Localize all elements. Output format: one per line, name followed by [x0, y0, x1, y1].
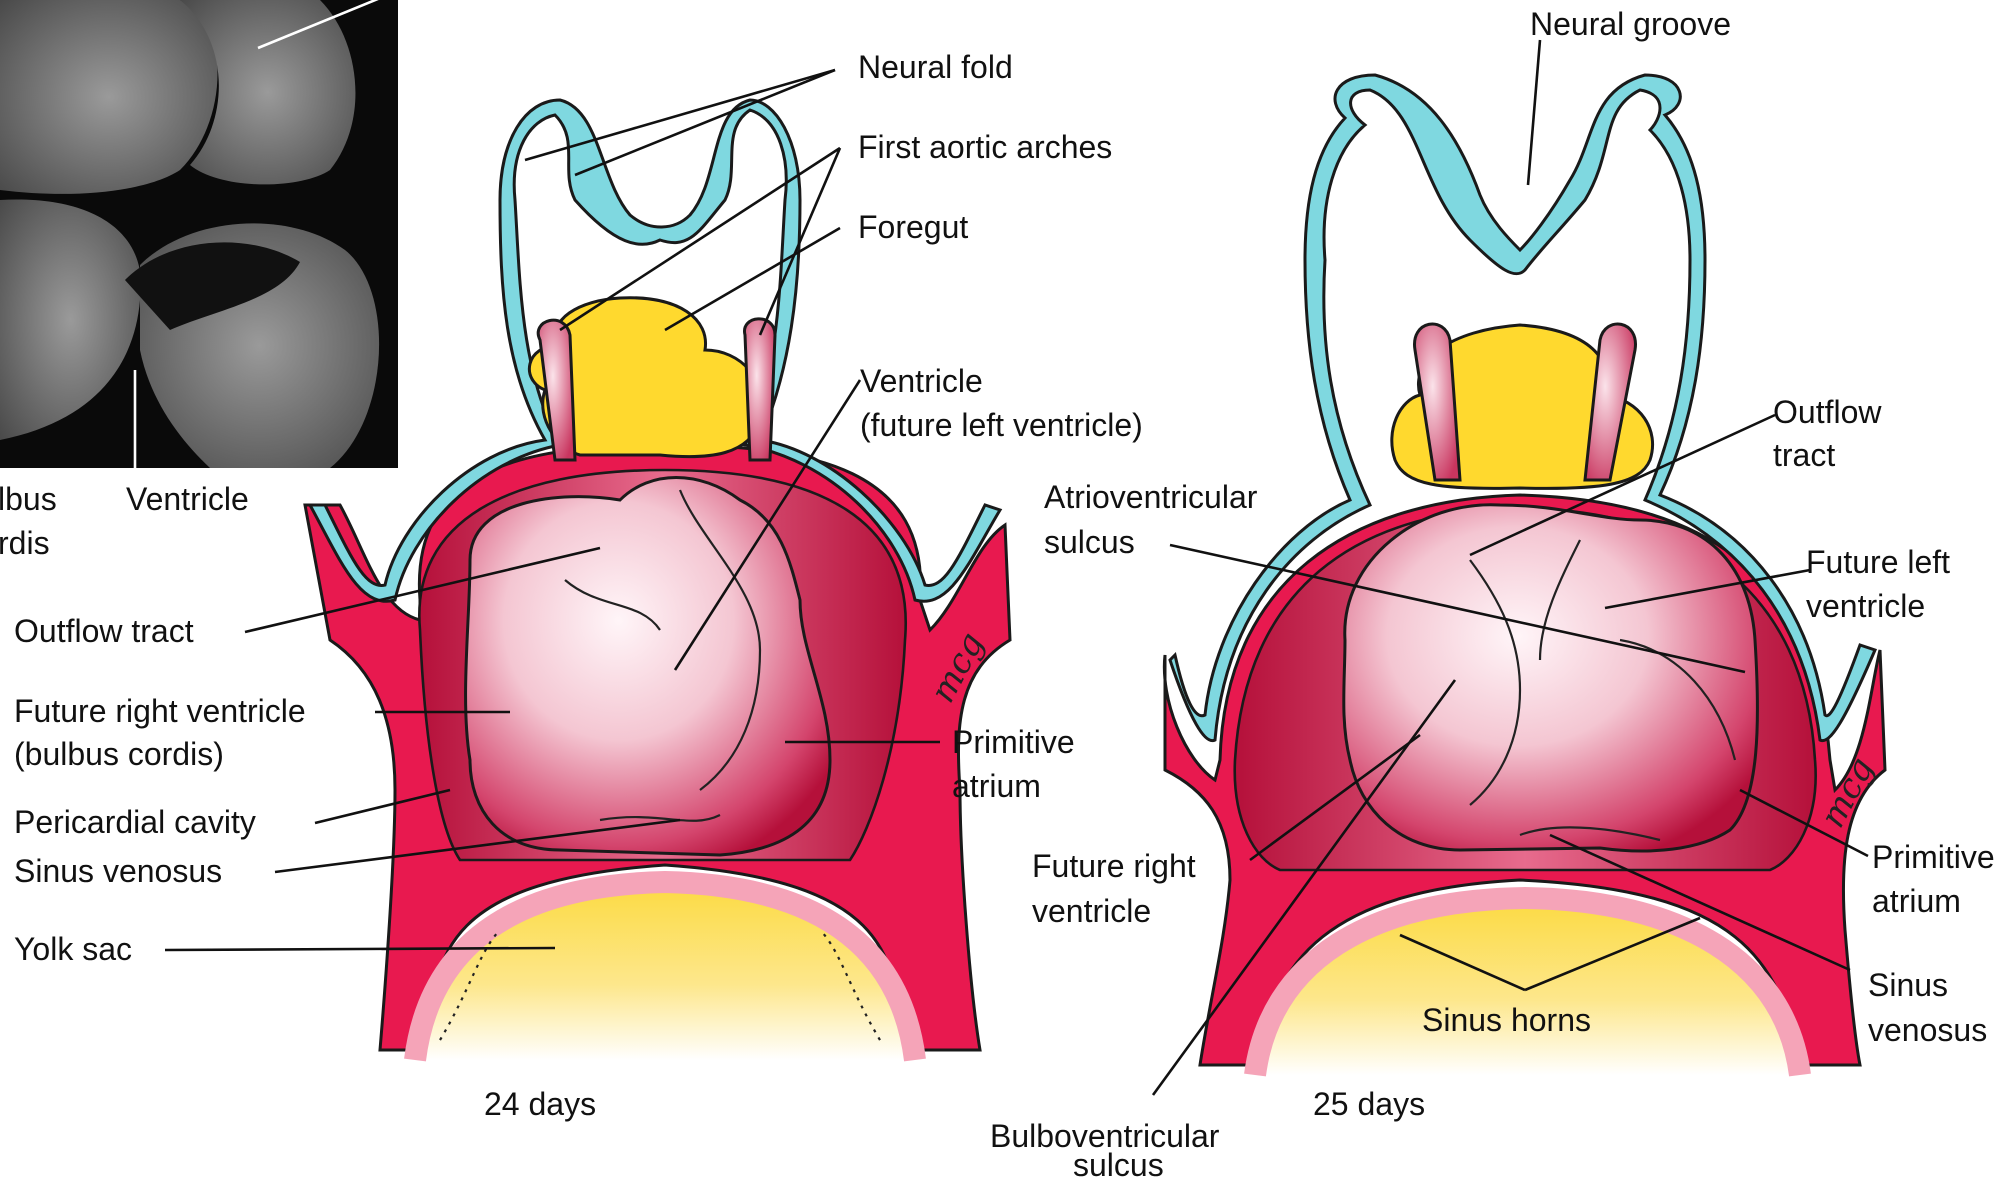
sem-label-bulbus-1: lbus [0, 481, 57, 517]
label-future-rv-r-2: ventricle [1032, 893, 1151, 929]
label-outflow-tract-r-1: Outflow [1773, 394, 1882, 430]
label-av-sulcus-1: Atrioventricular [1044, 479, 1258, 515]
label-sinus-venosus-r-1: Sinus [1868, 967, 1948, 1003]
label-bulboventricular-2: sulcus [1073, 1147, 1164, 1179]
label-av-sulcus-2: sulcus [1044, 524, 1135, 560]
label-sinus-venosus-r-2: venosus [1868, 1012, 1987, 1048]
label-yolk-sac: Yolk sac [14, 931, 132, 967]
label-outflow-tract: Outflow tract [14, 613, 194, 649]
label-outflow-tract-r-2: tract [1773, 437, 1835, 473]
label-primitive-atrium-1: Primitive [952, 724, 1075, 760]
right-heart-tube [1344, 505, 1758, 851]
leader-neural-groove [1528, 40, 1540, 185]
sem-inset [0, 0, 398, 470]
label-future-lv-2: ventricle [1806, 588, 1925, 624]
label-first-aortic-arches: First aortic arches [858, 129, 1112, 165]
label-pericardial-cavity: Pericardial cavity [14, 804, 256, 840]
label-primitive-atrium-r-2: atrium [1872, 883, 1961, 919]
label-ventricle-2: (future left ventricle) [860, 407, 1143, 443]
label-primitive-atrium-r-1: Primitive [1872, 839, 1995, 875]
label-neural-groove: Neural groove [1530, 6, 1731, 42]
label-sinus-horns: Sinus horns [1422, 1002, 1591, 1038]
sem-label-ventricle: Ventricle [126, 481, 249, 517]
label-future-lv-1: Future left [1806, 544, 1950, 580]
sem-label-bulbus-2: rdis [0, 525, 50, 561]
label-future-rv-1: Future right ventricle [14, 693, 306, 729]
caption-25-days: 25 days [1313, 1086, 1425, 1122]
label-sinus-venosus: Sinus venosus [14, 853, 222, 889]
label-foregut: Foregut [858, 209, 968, 245]
left-heart-tube [466, 478, 830, 856]
label-primitive-atrium-2: atrium [952, 768, 1041, 804]
label-neural-fold: Neural fold [858, 49, 1013, 85]
label-ventricle-1: Ventricle [860, 363, 983, 399]
label-future-rv-r-1: Future right [1032, 848, 1196, 884]
left-aortic-arch-right [745, 319, 775, 460]
caption-24-days: 24 days [484, 1086, 596, 1122]
label-future-rv-2: (bulbus cordis) [14, 736, 224, 772]
